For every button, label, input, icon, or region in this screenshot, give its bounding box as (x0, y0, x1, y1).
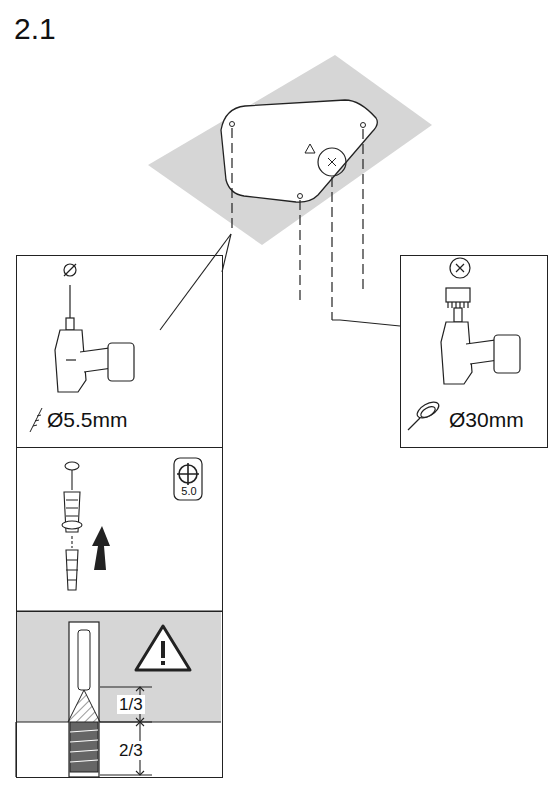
depth-fraction: 1/3 (117, 695, 145, 714)
anchor-cone (68, 690, 100, 722)
hole-mark (361, 123, 366, 128)
mounting-plate (221, 100, 377, 202)
screwdriver-size: 5.0 (181, 486, 196, 497)
leader-lines (160, 234, 400, 330)
ceiling-section (17, 612, 221, 722)
screw-and-anchor (62, 462, 82, 590)
screwdriver-badge (174, 458, 202, 500)
hole-saw-drill (441, 258, 520, 384)
drop-lines (232, 128, 363, 320)
drill-panel: Ø5.5mm (16, 255, 223, 448)
ceiling-surface (148, 55, 432, 245)
hole-mark (230, 122, 235, 127)
phillips-cross (177, 463, 199, 485)
warning-sign (136, 626, 190, 670)
screw-panel: 5.0 (16, 447, 223, 612)
anchor-sleeve (78, 630, 90, 690)
drill-bit-icon (30, 408, 42, 432)
step-number: 2.1 (14, 14, 56, 44)
anchor-body (70, 722, 98, 772)
dimension-lines (100, 687, 152, 775)
orientation-triangle (305, 144, 315, 153)
hole-saw-icon (408, 399, 441, 430)
anchor-ribs (70, 730, 98, 762)
cable-hole-mark (318, 148, 346, 176)
hole-mark (298, 194, 303, 199)
drill-diameter: Ø5.5mm (47, 409, 128, 430)
hole-saw-diameter: Ø30mm (449, 409, 524, 430)
drill-5-5 (55, 264, 134, 392)
hole-saw-panel: Ø30mm (400, 255, 548, 448)
drill-hole (69, 622, 99, 777)
depth-panel: 1/3 2/3 (16, 611, 223, 778)
ceiling-edge (17, 721, 221, 722)
center-cross (328, 158, 336, 166)
insert-arrow (92, 526, 110, 570)
depth-fraction: 2/3 (117, 741, 145, 760)
